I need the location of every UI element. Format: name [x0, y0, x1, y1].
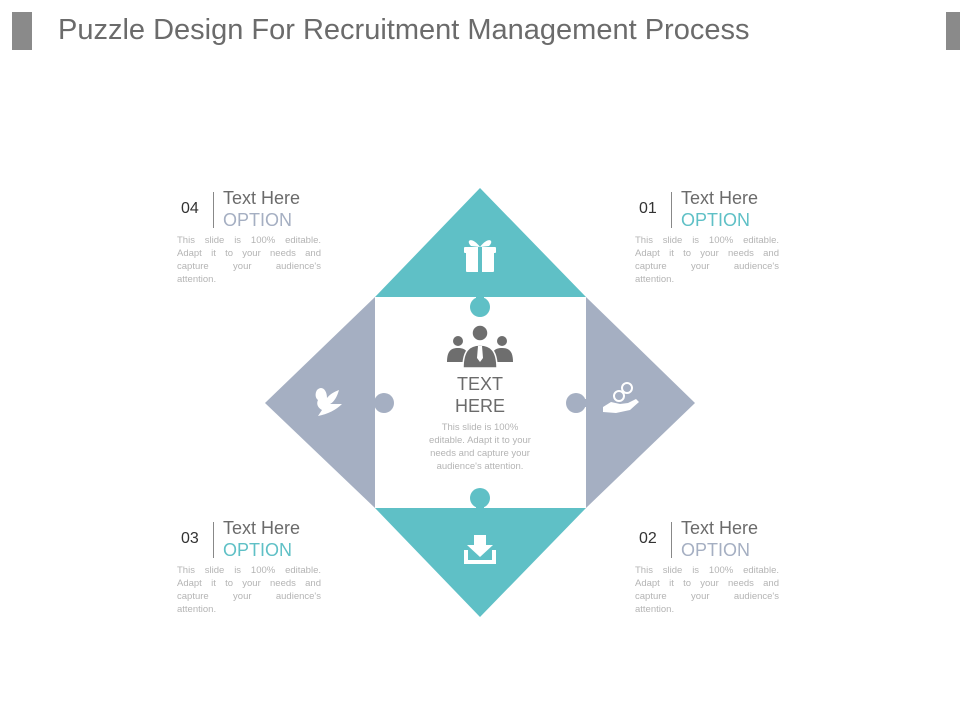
option-desc-line: attention. — [177, 604, 217, 615]
center-text-block: TEXT HERE This slide is 100% editable. A… — [410, 373, 550, 473]
page-title: Puzzle Design For Recruitment Management… — [58, 14, 750, 46]
option-desc-line: This slide is 100% editable. — [635, 565, 779, 576]
option-separator — [213, 522, 214, 558]
option-separator — [213, 192, 214, 228]
knob-right — [566, 393, 586, 413]
dove-icon — [315, 387, 342, 416]
option-desc-line: This slide is 100% editable. — [177, 235, 321, 246]
option-desc-line: Adapt it to your needs and — [635, 248, 779, 259]
center-desc-line: needs and capture your — [430, 448, 530, 459]
option-desc-line: capture your audience's — [177, 261, 321, 272]
puzzle-piece-right — [586, 297, 695, 508]
option-description: This slide is 100% editable. Adapt it to… — [635, 234, 779, 286]
option-label: OPTION — [681, 210, 751, 230]
center-heading-line2: HERE — [454, 396, 505, 416]
option-desc-line: Adapt it to your needs and — [635, 578, 779, 589]
center-heading-line1: TEXT — [456, 374, 503, 394]
center-desc-line: audience's attention. — [436, 461, 524, 472]
option-number: 03 — [181, 530, 199, 547]
option-heading: Text Here — [223, 518, 301, 538]
option-heading: Text Here — [223, 188, 301, 208]
option-desc-line: This slide is 100% editable. — [177, 565, 321, 576]
option-heading: Text Here — [681, 518, 759, 538]
option-label: OPTION — [223, 540, 293, 560]
download-icon — [464, 535, 496, 564]
option-description: This slide is 100% editable. Adapt it to… — [635, 564, 779, 616]
option-desc-line: Adapt it to your needs and — [177, 578, 321, 589]
option-desc-line: capture your audience's — [177, 591, 321, 602]
option-number: 02 — [639, 530, 657, 547]
center-description: This slide is 100% editable. Adapt it to… — [410, 421, 550, 473]
option-desc-line: Adapt it to your needs and — [177, 248, 321, 259]
corner-bar-left — [12, 12, 32, 50]
option-heading: Text Here — [681, 188, 759, 208]
center-desc-line: editable. Adapt it to your — [429, 435, 531, 446]
option-desc-line: This slide is 100% editable. — [635, 235, 779, 246]
option-desc-line: attention. — [177, 274, 217, 285]
corner-bar-right — [946, 12, 960, 50]
center-heading: TEXT HERE — [410, 373, 550, 417]
option-number: 01 — [639, 200, 657, 217]
option-label: OPTION — [223, 210, 293, 230]
option-desc-line: attention. — [635, 604, 675, 615]
option-separator — [671, 192, 672, 228]
knob-left — [374, 393, 394, 413]
option-separator — [671, 522, 672, 558]
option-number: 04 — [181, 200, 199, 217]
puzzle-piece-top — [375, 188, 586, 297]
option-desc-line: capture your audience's — [635, 591, 779, 602]
team-icon — [447, 324, 513, 369]
option-label: OPTION — [681, 540, 751, 560]
center-desc-line: This slide is 100% — [441, 422, 519, 433]
option-desc-line: attention. — [635, 274, 675, 285]
option-description: This slide is 100% editable. Adapt it to… — [177, 564, 321, 616]
option-description: This slide is 100% editable. Adapt it to… — [177, 234, 321, 286]
knob-top — [470, 297, 490, 317]
option-desc-line: capture your audience's — [635, 261, 779, 272]
gift-icon — [464, 240, 496, 272]
knob-bottom — [470, 488, 490, 508]
hand-coins-icon — [603, 382, 639, 413]
